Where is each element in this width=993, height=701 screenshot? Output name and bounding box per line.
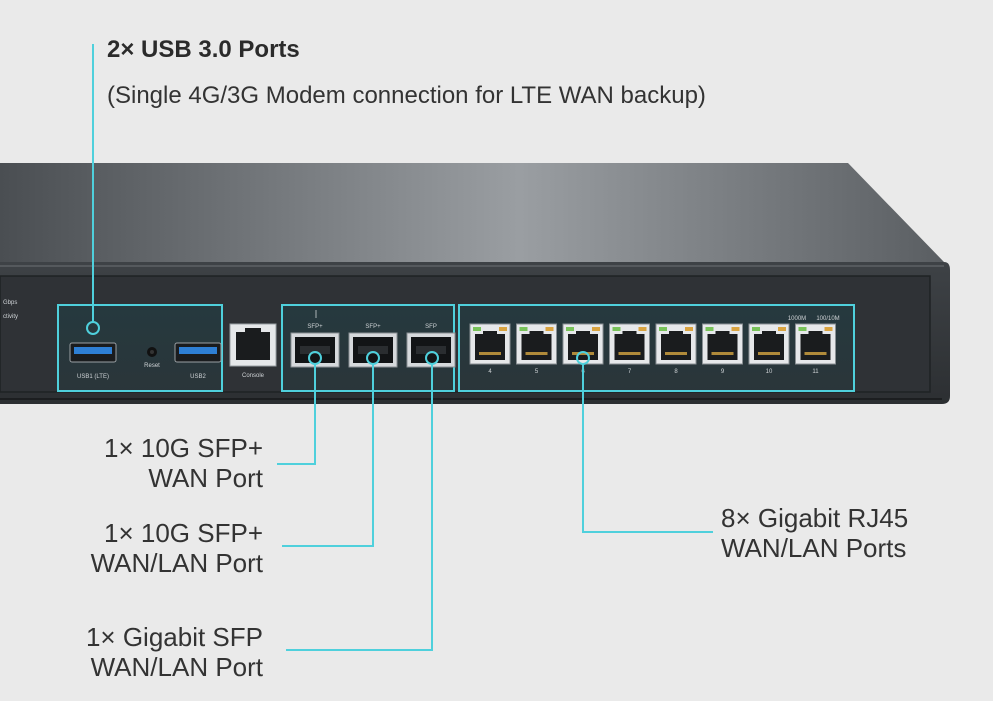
rj45-callout-line1: 8× Gigabit RJ45 [721,503,909,533]
rj45-callout: 8× Gigabit RJ45 WAN/LAN Ports [721,503,908,563]
console-port-icon [229,323,277,367]
rj45-port-number: 5 [535,369,539,375]
sfp-gigabit-callout-line1: 1× Gigabit SFP [85,622,263,652]
usb1-label: USB1 (LTE) [77,374,109,380]
rj45-port-icon [562,323,604,365]
link-led-icon [519,327,528,331]
sfp-wan-callout: 1× 10G SFP+ WAN Port [104,433,263,493]
svg-text:ctivity: ctivity [3,314,18,320]
rj45-port-number: 10 [766,369,773,375]
usb-callout-subtitle: (Single 4G/3G Modem connection for LTE W… [107,82,706,109]
rj45-port-icon [702,323,743,365]
svg-text:Gbps: Gbps [3,300,17,306]
rj45-port-number: 7 [628,369,632,375]
sfp-plus-2-label: SFP+ [365,324,381,330]
rj45-port-number: 11 [812,369,819,375]
link-led-icon [798,327,807,331]
activity-led-icon [499,327,507,331]
activity-led-icon [592,327,600,331]
activity-led-icon [545,327,554,331]
link-led-icon [659,327,667,331]
sfp-plus-2-port-icon [348,332,398,368]
rj45-port-number: 4 [488,369,492,375]
usb1-port-icon [69,342,117,363]
usb-callout: 2× USB 3.0 Ports (Single 4G/3G Modem con… [107,34,706,112]
speed-100-10m-label: 100/10M [816,316,839,322]
chassis-front [0,262,950,404]
speed-1000m-label: 1000M [788,316,806,322]
sfp-wan-callout-line2: WAN Port [148,463,263,493]
sfp-port-icon [406,332,456,368]
reset-button-icon [147,347,157,357]
link-led-icon [752,327,760,331]
rj45-port-icon [516,323,557,365]
usb2-port-icon [174,342,222,363]
front-panel-inset [0,275,931,393]
sfp-wanlan-callout: 1× 10G SFP+ WAN/LAN Port [91,518,263,578]
rj45-port-number: 9 [721,369,725,375]
activity-led-icon [824,327,833,331]
sfp-wanlan-callout-line1: 1× 10G SFP+ [104,518,263,548]
link-led-icon [705,327,714,331]
activity-led-icon [731,327,740,331]
sfp-wan-callout-line1: 1× 10G SFP+ [104,433,263,463]
sfp-highlight-box [281,304,455,392]
rj45-port-icon [748,323,790,365]
usb2-label: USB2 [190,374,206,380]
link-led-icon [566,327,574,331]
rj45-port-icon [469,323,511,365]
usb-highlight-box [57,304,223,392]
link-led-icon [473,327,481,331]
sfp-plus-1-label: SFP+ [307,324,323,330]
rj45-port-number: 6 [581,369,585,375]
activity-led-icon [685,327,693,331]
sfp-wanlan-callout-line2: WAN/LAN Port [90,548,263,578]
rj45-port-group: 4 5 6 7 8 9 10 11 [469,323,836,375]
reset-label: Reset [144,363,160,369]
sfp-label: SFP [425,324,437,330]
rj45-highlight-box [458,304,855,392]
activity-led-icon [638,327,647,331]
rj45-port-icon [655,323,697,365]
activity-led-icon [778,327,786,331]
sfp-gigabit-callout: 1× Gigabit SFP WAN/LAN Port [86,622,263,682]
rj45-port-icon [795,323,836,365]
rj45-port-number: 8 [674,369,678,375]
console-label: Console [242,373,265,379]
chassis-top [0,163,944,262]
link-led-icon [612,327,621,331]
sfp-plus-1-port-icon [290,332,340,368]
rj45-callout-line2: WAN/LAN Ports [721,533,907,563]
sfp-gigabit-callout-line2: WAN/LAN Port [90,652,263,682]
usb-callout-title: 2× USB 3.0 Ports [107,36,300,63]
rj45-port-icon [609,323,650,365]
